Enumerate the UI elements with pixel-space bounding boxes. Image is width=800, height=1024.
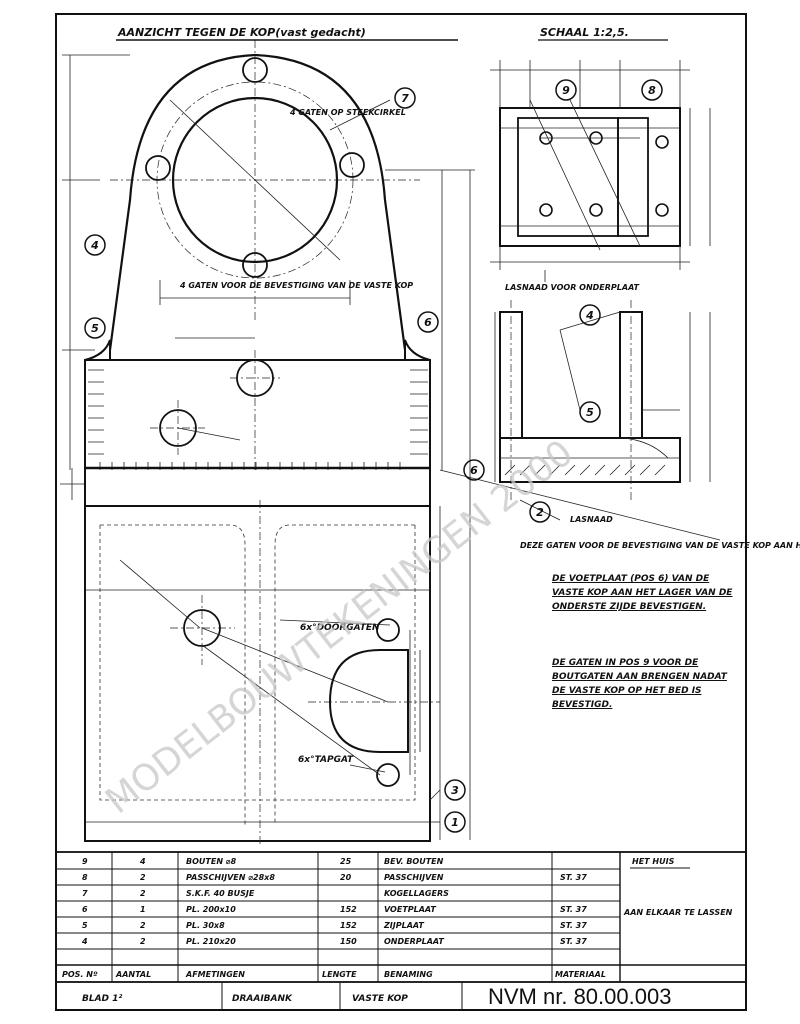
cell: ST. 37 <box>560 937 587 946</box>
drawing-number: NVM nr. 80.00.003 <box>488 984 671 1009</box>
cell: ZIJPLAAT <box>383 921 424 930</box>
balloon-2: 2 <box>536 506 544 519</box>
cell: ST. 37 <box>560 873 587 882</box>
note-paragraph-1: DE VOETPLAAT (POS 6) VAN DE VASTE KOP AA… <box>552 574 733 612</box>
cell: 150 <box>340 937 357 946</box>
parts-list: POS. Nº AANTAL AFMETINGEN LENGTE BENAMIN… <box>55 851 747 1011</box>
balloon-6-base: 6 <box>470 464 478 477</box>
table-row: 4 2 PL. 210x20 150 ONDERPLAAT ST. 37 <box>81 937 587 946</box>
balloon-8-top: 8 <box>648 84 656 97</box>
view-title: AANZICHT TEGEN DE KOP(vast gedacht) <box>117 26 366 39</box>
cell: VOETPLAAT <box>384 905 436 914</box>
table-row: 9 4 BOUTEN ⌀8 25 BEV. BOUTEN <box>82 857 444 866</box>
cell: 8 <box>82 873 88 882</box>
table-row: 7 2 S.K.F. 40 BUSJE KOGELLAGERS <box>82 889 449 898</box>
side-view-section <box>494 300 711 521</box>
note-lower-weld: LASNAAD VOOR ONDERPLAAT <box>505 283 639 292</box>
note-hole-circle: 4 GATEN OP STEEKCIRKEL <box>289 108 406 117</box>
header-name: BENAMING <box>384 970 433 979</box>
header-dims: AFMETINGEN <box>185 970 245 979</box>
cell: 7 <box>82 889 88 898</box>
cell: 2 <box>140 921 146 930</box>
note-hole-tag-lower: 6x°TAPGAT <box>298 755 354 765</box>
cell: BOUTEN ⌀8 <box>186 857 237 866</box>
cell: 9 <box>82 857 88 866</box>
cell: ONDERPLAAT <box>384 937 444 946</box>
cell: ST. 37 <box>560 921 587 930</box>
cell: 20 <box>340 873 352 882</box>
note-hole-tag-upper: 6x°DOORGATEN <box>300 623 380 633</box>
balloon-6-right: 6 <box>424 316 432 329</box>
cell: 6 <box>82 905 88 914</box>
cell: BEV. BOUTEN <box>384 857 444 866</box>
front-view <box>60 40 475 500</box>
header-qty: AANTAL <box>115 970 151 979</box>
side-view-top <box>490 60 711 270</box>
note-paragraph-2: DE GATEN IN POS 9 VOOR DE BOUTGATEN AAN … <box>552 658 727 710</box>
table-row: 5 2 PL. 30x8 152 ZIJPLAAT ST. 37 <box>82 921 587 930</box>
side-label-weld: AAN ELKAAR TE LASSEN <box>623 908 733 917</box>
cell: 5 <box>82 921 88 930</box>
header-length: LENGTE <box>322 970 357 979</box>
table-row: 8 2 PASSCHIJVEN ⌀28x8 20 PASSCHIJVEN ST.… <box>82 873 587 882</box>
bolt-hole-left <box>145 155 171 181</box>
bolt-hole-right <box>339 152 365 178</box>
cell: S.K.F. 40 BUSJE <box>186 889 255 898</box>
balloon-5-right: 5 <box>586 406 594 419</box>
cell: 1 <box>140 905 146 914</box>
cell: PASSCHIJVEN ⌀28x8 <box>186 873 275 882</box>
note-assembly: DEZE GATEN VOOR DE BEVESTIGING VAN DE VA… <box>520 541 800 550</box>
leader-lines <box>279 99 721 823</box>
cell: ST. 37 <box>560 905 587 914</box>
cell: PL. 30x8 <box>186 921 225 930</box>
side-label-house: HET HUIS <box>632 857 675 866</box>
base-plate-view <box>84 467 471 845</box>
balloon-1: 1 <box>451 816 459 829</box>
cell: 2 <box>140 873 146 882</box>
cell: PL. 200x10 <box>186 905 236 914</box>
table-row: 6 1 PL. 200x10 152 VOETPLAAT ST. 37 <box>82 905 587 914</box>
note-mounting-holes: 4 GATEN VOOR DE BEVESTIGING VAN DE VASTE… <box>179 281 413 290</box>
balloon-7: 7 <box>401 92 409 105</box>
balloon-4-right: 4 <box>585 309 594 322</box>
part-name: VASTE KOP <box>352 994 408 1004</box>
cell: 4 <box>81 937 88 946</box>
balloon-3: 3 <box>451 784 459 797</box>
header-pos: POS. Nº <box>62 970 98 979</box>
cell: 152 <box>340 905 357 914</box>
cell: 2 <box>140 889 146 898</box>
scale-label: SCHAAL 1:2,5. <box>540 26 629 39</box>
drawing-machine: DRAAIBANK <box>232 994 293 1004</box>
cell: KOGELLAGERS <box>384 889 449 898</box>
header-material: MATERIAAL <box>555 970 606 979</box>
balloon-9-top: 9 <box>562 84 570 97</box>
cell: 2 <box>140 937 146 946</box>
balloon-5-left: 5 <box>91 322 99 335</box>
cell: 25 <box>340 857 352 866</box>
cell: 152 <box>340 921 357 930</box>
note-weld-line: LASNAAD <box>570 515 613 524</box>
sheet-number: BLAD 1² <box>82 994 122 1004</box>
annotations: AANZICHT TEGEN DE KOP(vast gedacht) SCHA… <box>116 26 800 765</box>
cell: PASSCHIJVEN <box>384 873 444 882</box>
cell: PL. 210x20 <box>186 937 236 946</box>
cell: 4 <box>139 857 146 866</box>
balloon-4-left: 4 <box>90 239 99 252</box>
part-balloons: 7 4 5 6 6 3 1 9 8 4 5 2 <box>84 79 663 833</box>
